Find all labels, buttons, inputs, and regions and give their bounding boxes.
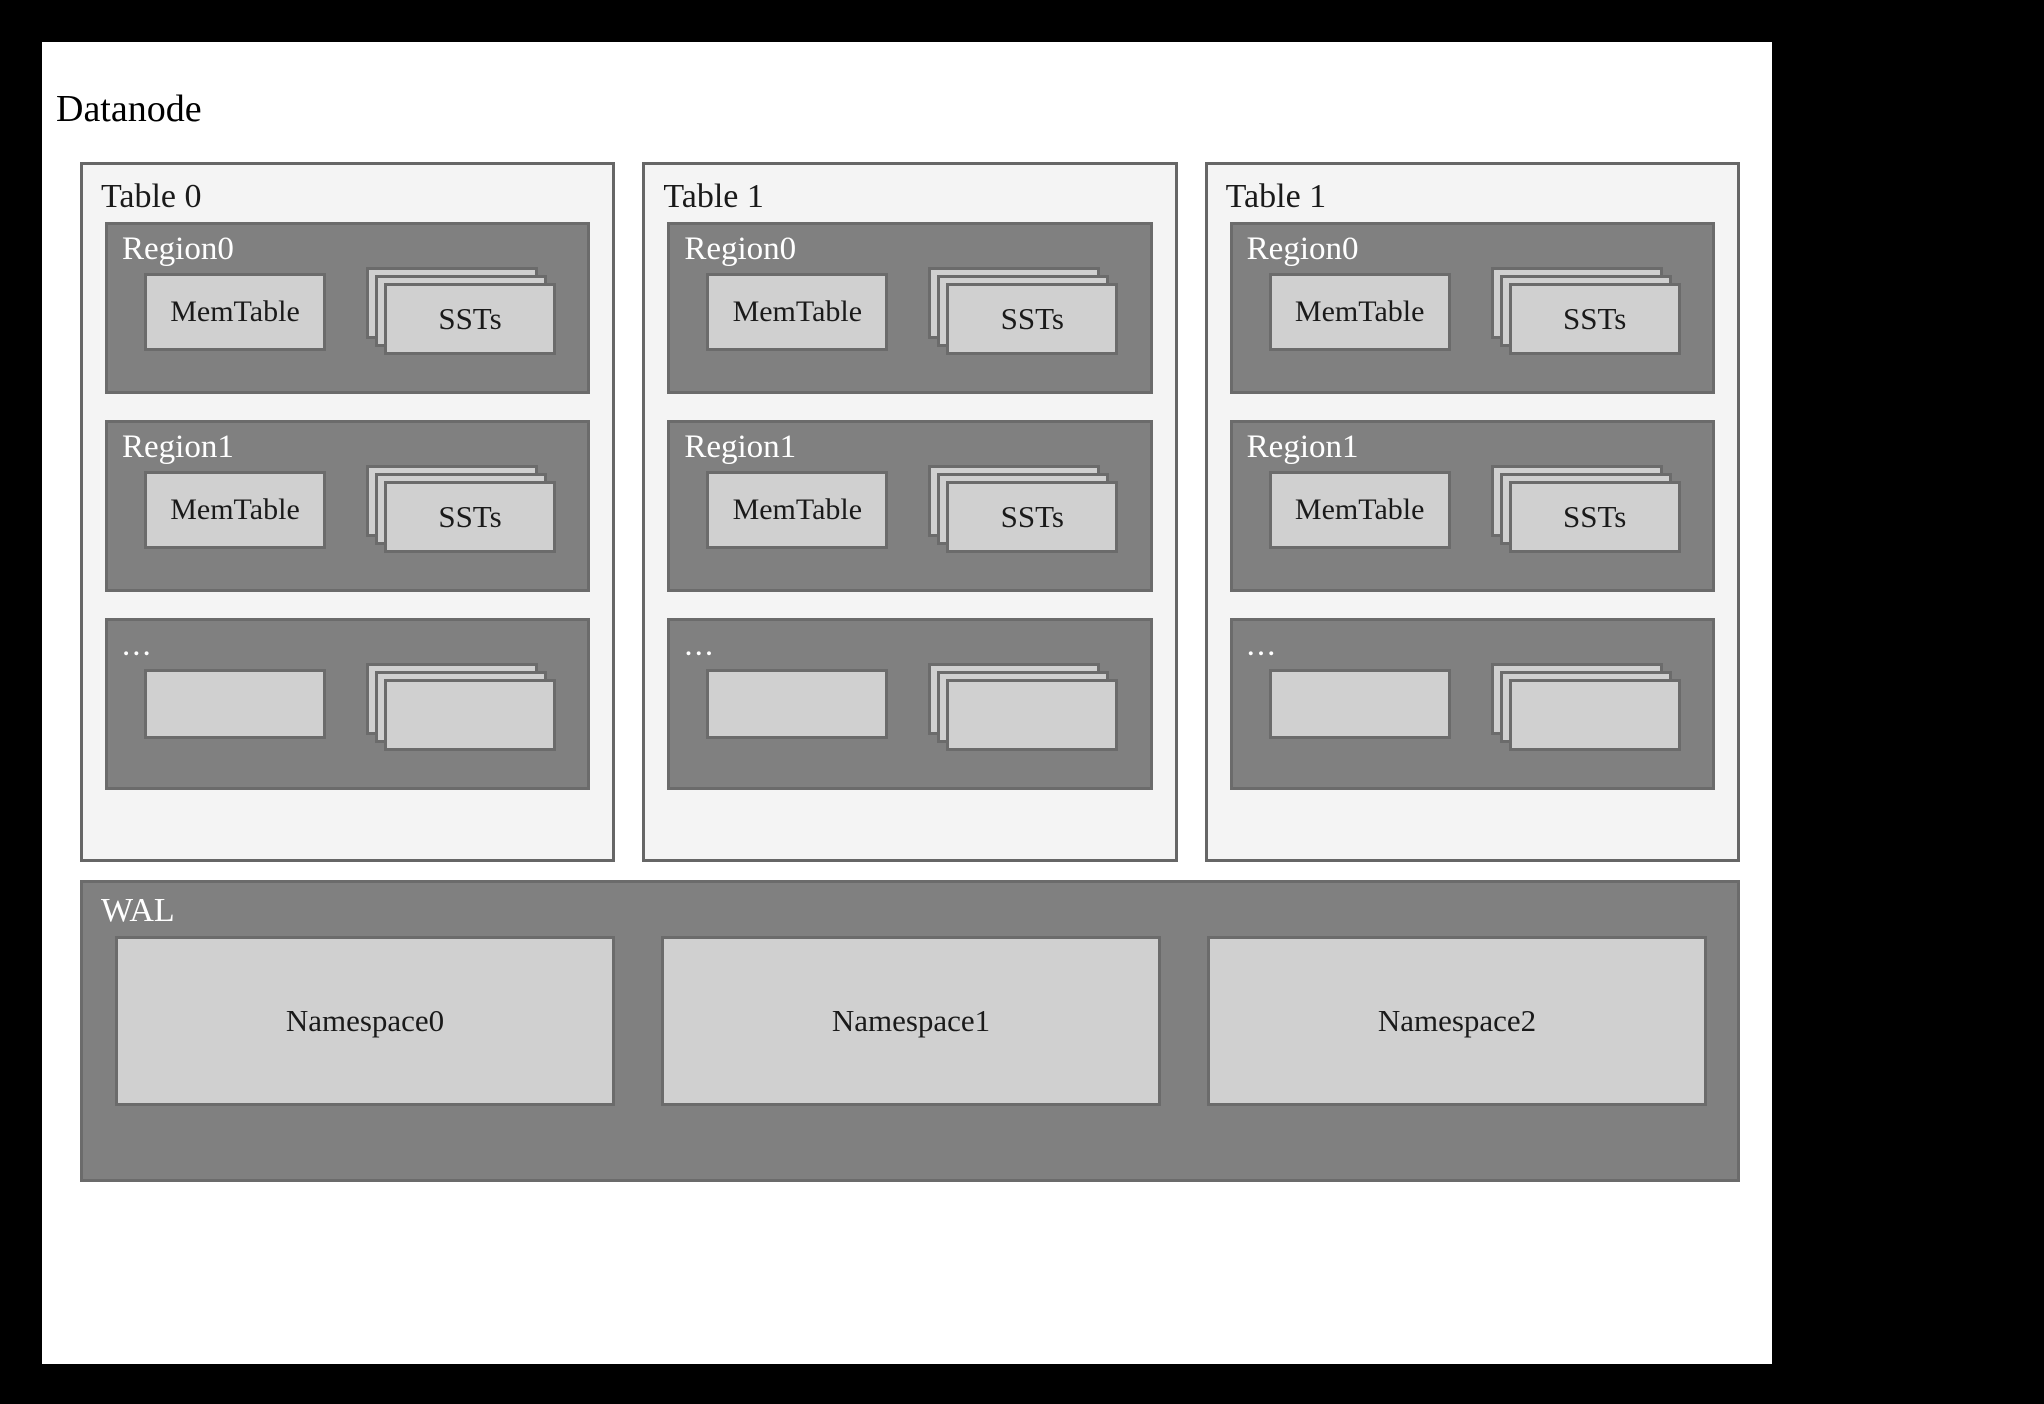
sst-layer-front: SSTs <box>1508 283 1681 356</box>
sst-stack[interactable]: SSTs <box>928 465 1119 557</box>
table-panel[interactable]: Table 1 Region0 MemTable SSTs Region1 Me… <box>642 162 1178 862</box>
region-body <box>684 663 1139 755</box>
region-ellipsis-label: ... <box>1246 627 1278 664</box>
region-box[interactable]: Region0 MemTable SSTs <box>1229 222 1715 395</box>
region-label: Region1 <box>684 429 797 466</box>
region-box[interactable]: Region1 MemTable SSTs <box>1229 420 1715 593</box>
sst-stack-placeholder[interactable] <box>366 663 556 755</box>
memtable-box-placeholder[interactable] <box>1268 669 1451 740</box>
sst-stack-placeholder[interactable] <box>1490 663 1681 755</box>
table-label: Table 0 <box>101 178 202 215</box>
region-body: MemTable SSTs <box>122 465 577 557</box>
sst-layer-front: SSTs <box>946 283 1119 356</box>
region-box[interactable]: Region1 MemTable SSTs <box>105 420 591 593</box>
region-box-more[interactable]: ... <box>667 618 1153 791</box>
region-ellipsis-label: ... <box>122 627 153 664</box>
region-body: MemTable SSTs <box>122 267 577 359</box>
memtable-box[interactable]: MemTable <box>144 471 326 550</box>
tables-row: Table 0 Region0 MemTable SSTs Region1 Me… <box>80 162 1740 862</box>
region-body: MemTable SSTs <box>1247 465 1702 557</box>
sst-layer-front <box>384 679 556 752</box>
region-body <box>122 663 577 755</box>
sst-layer-front: SSTs <box>1508 481 1681 554</box>
sst-layer-front: SSTs <box>384 283 556 356</box>
namespace-box[interactable]: Namespace0 <box>115 936 615 1107</box>
region-box[interactable]: Region0 MemTable SSTs <box>667 222 1153 395</box>
page-title: Datanode <box>56 88 202 130</box>
memtable-box[interactable]: MemTable <box>1268 471 1451 550</box>
table-label: Table 1 <box>663 178 764 215</box>
region-body: MemTable SSTs <box>684 267 1139 359</box>
sst-stack-placeholder[interactable] <box>928 663 1119 755</box>
table-panel[interactable]: Table 1 Region0 MemTable SSTs Region1 Me… <box>1204 162 1740 862</box>
sst-layer-front: SSTs <box>946 481 1119 554</box>
region-label: Region1 <box>122 429 234 466</box>
wal-label: WAL <box>101 892 175 929</box>
datanode-canvas: Datanode Table 0 Region0 MemTable SSTs R… <box>42 42 1772 1364</box>
wal-section[interactable]: WAL Namespace0 Namespace1 Namespace2 <box>80 880 1740 1182</box>
memtable-box[interactable]: MemTable <box>706 471 889 550</box>
sst-layer-front: SSTs <box>384 481 556 554</box>
namespace-box[interactable]: Namespace1 <box>661 936 1161 1107</box>
region-label: Region0 <box>1246 231 1359 268</box>
region-label: Region0 <box>122 231 234 268</box>
memtable-box-placeholder[interactable] <box>706 669 889 740</box>
region-ellipsis-label: ... <box>684 627 716 664</box>
region-box[interactable]: Region1 MemTable SSTs <box>667 420 1153 593</box>
sst-stack[interactable]: SSTs <box>366 465 556 557</box>
region-box-more[interactable]: ... <box>105 618 591 791</box>
region-box-more[interactable]: ... <box>1229 618 1715 791</box>
table-label: Table 1 <box>1225 178 1327 215</box>
region-body: MemTable SSTs <box>684 465 1139 557</box>
region-body <box>1247 663 1702 755</box>
memtable-box[interactable]: MemTable <box>706 273 889 352</box>
memtable-box[interactable]: MemTable <box>144 273 326 352</box>
sst-stack[interactable]: SSTs <box>366 267 556 359</box>
sst-stack[interactable]: SSTs <box>928 267 1119 359</box>
sst-layer-front <box>1508 679 1681 752</box>
region-box[interactable]: Region0 MemTable SSTs <box>105 222 591 395</box>
sst-layer-front <box>946 679 1119 752</box>
sst-stack[interactable]: SSTs <box>1490 267 1681 359</box>
wal-namespaces-row: Namespace0 Namespace1 Namespace2 <box>95 936 1727 1107</box>
region-label: Region1 <box>1246 429 1359 466</box>
sst-stack[interactable]: SSTs <box>1490 465 1681 557</box>
table-panel[interactable]: Table 0 Region0 MemTable SSTs Region1 Me… <box>80 162 616 862</box>
memtable-box-placeholder[interactable] <box>144 669 326 740</box>
namespace-box[interactable]: Namespace2 <box>1207 936 1707 1107</box>
region-body: MemTable SSTs <box>1247 267 1702 359</box>
memtable-box[interactable]: MemTable <box>1268 273 1451 352</box>
region-label: Region0 <box>684 231 797 268</box>
